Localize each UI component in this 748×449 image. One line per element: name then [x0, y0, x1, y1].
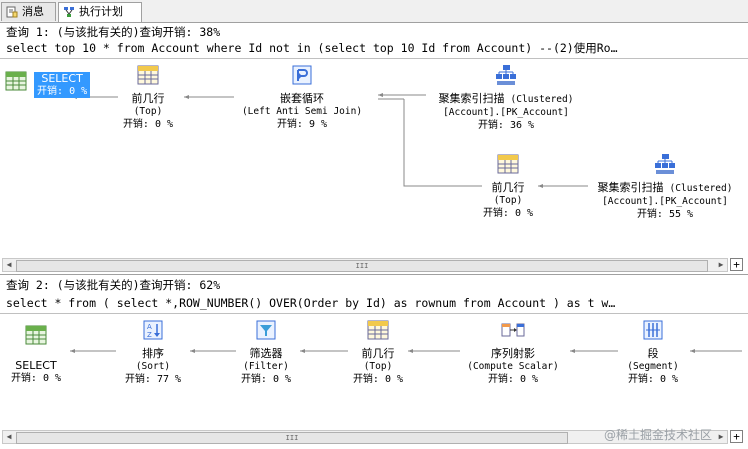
scroll-left-icon[interactable]: ◀: [6, 260, 12, 269]
q1-scan1-sub: [Account].[PK_Account]: [443, 107, 569, 118]
query2-divider: [0, 313, 748, 314]
q1-scan2-cost: 开销: 55 %: [636, 209, 694, 220]
q1-scan1-tag: (Clustered): [510, 94, 574, 105]
q1-top2-name: 前几行: [491, 181, 525, 194]
q1-scroll-grip: III: [355, 262, 369, 270]
q2-node-filter[interactable]: 筛选器 (Filter) 开销: 0 %: [234, 319, 298, 386]
q2-scroll-thumb[interactable]: III: [16, 432, 568, 444]
q2-sort-name: 排序: [142, 347, 164, 360]
q2-compute-name: 序列射影: [491, 347, 535, 360]
q1-top2-cost: 开销: 0 %: [482, 208, 534, 219]
q1-top-name: 前几行: [131, 92, 165, 105]
q1-scan1-name: 聚集索引扫描: [438, 92, 505, 105]
query1-divider: [0, 58, 748, 59]
segment-icon: [643, 320, 663, 340]
top-icon: [367, 320, 389, 340]
q1-scan2-tag: (Clustered): [669, 183, 733, 194]
q2-expand-button[interactable]: +: [730, 430, 743, 443]
scroll-right-icon[interactable]: ▶: [718, 260, 724, 269]
scroll-right-icon[interactable]: ▶: [718, 432, 724, 441]
q2-compute-cost: 开销: 0 %: [487, 374, 539, 385]
q2-select-cost: 开销: 0 %: [10, 373, 62, 384]
q1-node-select[interactable]: SELECT 开销: 0 %: [4, 70, 91, 98]
query-separator: [0, 274, 748, 275]
q1-select-name: SELECT: [41, 72, 83, 85]
q2-select-name: SELECT: [15, 359, 57, 372]
q2-scroll-grip: III: [285, 434, 299, 442]
q2-node-select[interactable]: SELECT 开销: 0 %: [4, 324, 68, 385]
tab-messages[interactable]: 消息: [1, 2, 56, 21]
scroll-left-icon[interactable]: ◀: [6, 432, 12, 441]
tab-execution-plan-label: 执行计划: [79, 5, 123, 18]
q1-node-clustered-scan-1[interactable]: 聚集索引扫描 (Clustered) [Account].[PK_Account…: [424, 64, 588, 132]
q1-expand-button[interactable]: +: [730, 258, 743, 271]
q1-scan2-sub: [Account].[PK_Account]: [602, 196, 728, 207]
query2-sql: select * from ( select *,ROW_NUMBER() OV…: [6, 296, 616, 310]
select-icon: [5, 71, 27, 91]
top-icon: [137, 65, 159, 85]
q2-segment-name: 段: [647, 347, 659, 360]
q2-filter-sub: (Filter): [243, 361, 289, 372]
top-icon: [497, 154, 519, 174]
execution-plan-icon: [64, 7, 74, 17]
q2-filter-cost: 开销: 0 %: [240, 374, 292, 385]
q2-node-top[interactable]: 前几行 (Top) 开销: 0 %: [346, 319, 410, 386]
tab-strip: 消息 执行计划: [0, 0, 748, 23]
q2-horizontal-scrollbar[interactable]: ◀ III ▶: [2, 430, 728, 444]
q2-filter-name: 筛选器: [249, 347, 283, 360]
svg-text:A: A: [147, 323, 152, 331]
q2-compute-sub: (Compute Scalar): [467, 361, 559, 372]
q1-nested-cost: 开销: 9 %: [276, 119, 328, 130]
q1-node-top-2[interactable]: 前几行 (Top) 开销: 0 %: [476, 153, 540, 220]
q1-scan2-name: 聚集索引扫描: [597, 181, 664, 194]
q2-top-sub: (Top): [363, 361, 393, 372]
q1-top-cost: 开销: 0 %: [122, 119, 174, 130]
q2-node-compute-scalar[interactable]: 序列射影 (Compute Scalar) 开销: 0 %: [458, 319, 568, 386]
q1-top2-sub: (Top): [493, 195, 523, 206]
q1-scan1-cost: 开销: 36 %: [477, 120, 535, 131]
q2-top-name: 前几行: [361, 347, 395, 360]
q2-node-sort[interactable]: A Z 排序 (Sort) 开销: 77 %: [118, 319, 188, 386]
sort-icon: A Z: [143, 320, 163, 340]
tab-execution-plan[interactable]: 执行计划: [58, 2, 142, 22]
clustered-index-scan-icon: [496, 65, 516, 85]
q1-scroll-thumb[interactable]: III: [16, 260, 708, 272]
q1-nested-sub: (Left Anti Semi Join): [241, 106, 363, 117]
q2-top-cost: 开销: 0 %: [352, 374, 404, 385]
q2-sort-cost: 开销: 77 %: [124, 374, 182, 385]
clustered-index-scan-icon: [655, 154, 675, 174]
q1-horizontal-scrollbar[interactable]: ◀ III ▶: [2, 258, 728, 272]
q1-node-clustered-scan-2[interactable]: 聚集索引扫描 (Clustered) [Account].[PK_Account…: [586, 153, 744, 221]
nested-loops-icon: [292, 65, 312, 85]
query1-header: 查询 1: (与该批有关的)查询开销: 38%: [6, 25, 221, 39]
q1-node-top[interactable]: 前几行 (Top) 开销: 0 %: [116, 64, 180, 131]
watermark: @稀土掘金技术社区: [604, 428, 713, 442]
query2-header: 查询 2: (与该批有关的)查询开销: 62%: [6, 278, 221, 292]
select-icon: [25, 325, 47, 345]
filter-icon: [256, 320, 276, 340]
q2-segment-cost: 开销: 0 %: [627, 374, 679, 385]
query1-sql: select top 10 * from Account where Id no…: [6, 41, 618, 55]
q2-segment-sub: (Segment): [627, 361, 679, 372]
compute-scalar-icon: [501, 323, 525, 337]
tab-messages-label: 消息: [22, 5, 44, 18]
q1-nested-name: 嵌套循环: [280, 92, 324, 105]
q1-select-cost: 开销: 0 %: [37, 86, 88, 97]
q1-node-nested-loops[interactable]: 嵌套循环 (Left Anti Semi Join) 开销: 9 %: [232, 64, 372, 131]
q2-node-segment[interactable]: 段 (Segment) 开销: 0 %: [618, 319, 688, 386]
messages-icon: [6, 6, 18, 18]
q2-sort-sub: (Sort): [135, 361, 171, 372]
svg-text:Z: Z: [147, 331, 152, 339]
q1-top-sub: (Top): [133, 106, 163, 117]
